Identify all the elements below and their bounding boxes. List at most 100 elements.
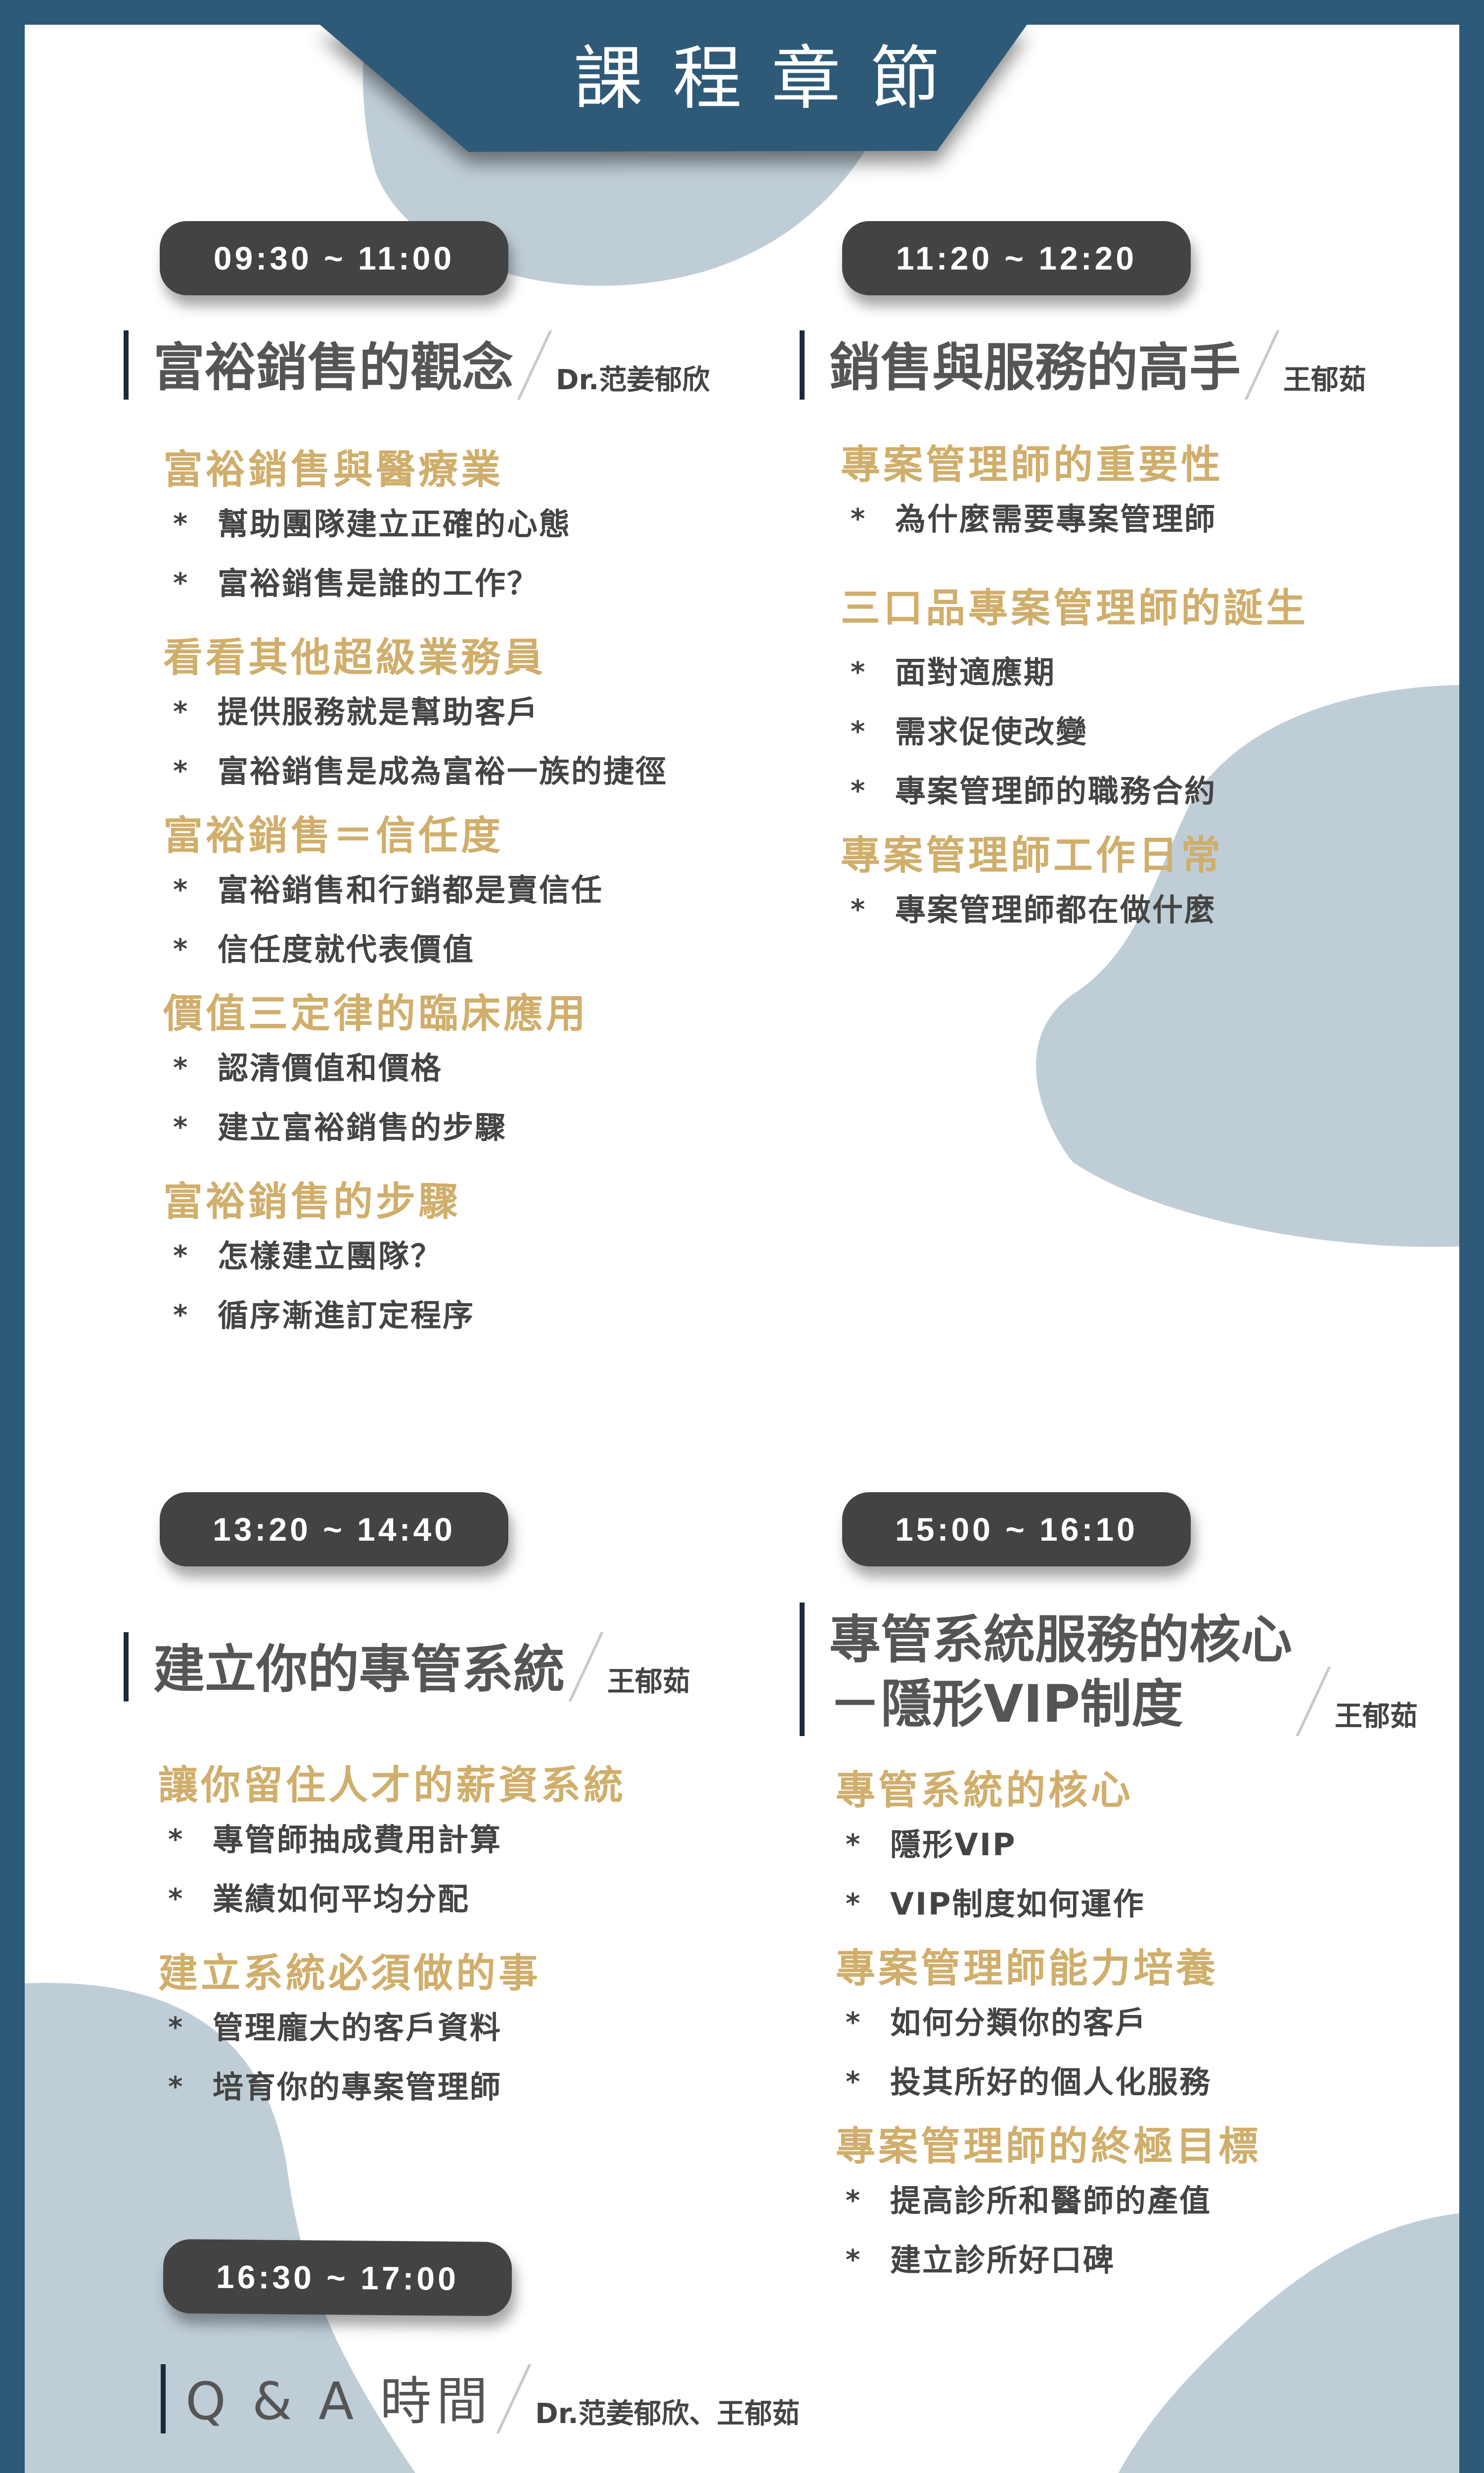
session-title-1: 富裕銷售的觀念 Dr.范姜郁欣 xyxy=(124,330,710,400)
divider-slash xyxy=(517,330,552,400)
session-2-topics: 專案管理師的重要性 *為什麼需要專案管理師 三口品專案管理師的誕生 *面對適應期… xyxy=(841,440,1308,940)
list-item: *為什麼需要專案管理師 xyxy=(841,490,1308,549)
list-item: *提供服務就是幫助客戶 xyxy=(163,683,668,742)
list-item: *隱形VIP xyxy=(836,1815,1261,1875)
list-item: *建立富裕銷售的步驟 xyxy=(163,1098,668,1157)
asterisk-icon: * xyxy=(851,503,867,535)
topic-heading: 專管系統的核心 xyxy=(836,1767,1133,1813)
asterisk-icon: * xyxy=(173,874,189,906)
time-badge-session-5: 16:30 ~ 17:00 xyxy=(163,2239,512,2317)
list-item: *富裕銷售是成為富裕一族的捷徑 xyxy=(163,742,668,801)
time-badge-session-4: 15:00 ~ 16:10 xyxy=(842,1492,1191,1566)
asterisk-icon: * xyxy=(173,1299,189,1331)
list-item: *認清價值和價格 xyxy=(163,1039,668,1098)
topic-heading: 富裕銷售的步驟 xyxy=(163,1179,461,1225)
poster-canvas xyxy=(25,25,1459,2473)
topic-heading: 建立系統必須做的事 xyxy=(158,1950,541,1996)
asterisk-icon: * xyxy=(173,1111,189,1144)
session-title-2: 銷售與服務的高手 王郁茹 xyxy=(800,330,1366,400)
list-item: *富裕銷售和行銷都是賣信任 xyxy=(163,861,668,920)
list-item: *幫助團隊建立正確的心態 xyxy=(163,495,668,554)
topic-heading: 讓你留住人才的薪資系統 xyxy=(158,1762,626,1808)
asterisk-icon: * xyxy=(851,716,867,748)
time-badge-session-2: 11:20 ~ 12:20 xyxy=(842,221,1191,295)
title-accent-bar xyxy=(124,1632,129,1701)
session-title-line-2: －隱形VIP制度 xyxy=(829,1674,1183,1734)
session-title-text: 建立你的專管系統 xyxy=(153,1639,565,1699)
speaker-name: 王郁茹 xyxy=(1283,364,1367,396)
divider-slash xyxy=(568,1632,604,1701)
session-4-topics: 專管系統的核心 *隱形VIP *VIP制度如何運作 專案管理師能力培養 *如何分… xyxy=(836,1766,1261,2290)
asterisk-icon: * xyxy=(173,1052,189,1084)
list-item: *建立診所好口碑 xyxy=(836,2231,1261,2290)
divider-slash xyxy=(1296,1667,1331,1736)
list-item: *怎樣建立團隊？ xyxy=(163,1227,668,1286)
speaker-name: Dr.范姜郁欣 xyxy=(556,364,710,396)
asterisk-icon: * xyxy=(173,567,189,599)
time-badge-session-3: 13:20 ~ 14:40 xyxy=(160,1492,508,1566)
asterisk-icon: * xyxy=(173,755,189,787)
header-banner: 課程章節 xyxy=(0,0,1484,208)
session-title-text: Q & A 時間 xyxy=(185,2371,493,2431)
page-title: 課程章節 xyxy=(573,39,969,119)
list-item: *投其所好的個人化服務 xyxy=(836,2053,1261,2112)
divider-slash xyxy=(1244,330,1280,400)
session-title-text: 富裕銷售的觀念 xyxy=(153,337,514,398)
list-item: *VIP制度如何運作 xyxy=(836,1875,1261,1934)
list-item: *專案管理師的職務合約 xyxy=(841,762,1308,821)
time-badge-session-1: 09:30 ~ 11:00 xyxy=(160,221,508,295)
topic-heading: 富裕銷售與醫療業 xyxy=(163,447,503,493)
topic-heading: 三口品專案管理師的誕生 xyxy=(841,585,1308,631)
session-title-5: Q & A 時間 Dr.范姜郁欣、王郁茹 xyxy=(161,2364,800,2433)
list-item: *循序漸進訂定程序 xyxy=(163,1286,668,1345)
list-item: *專管師抽成費用計算 xyxy=(158,1810,626,1870)
asterisk-icon: * xyxy=(851,894,867,926)
session-title-3: 建立你的專管系統 王郁茹 xyxy=(124,1632,690,1701)
list-item: *面對適應期 xyxy=(841,643,1308,702)
topic-heading: 富裕銷售＝信任度 xyxy=(163,813,503,859)
list-item: *富裕銷售是誰的工作？ xyxy=(163,554,668,613)
topic-heading: 專案管理師的重要性 xyxy=(841,442,1223,488)
asterisk-icon: * xyxy=(173,696,189,728)
list-item: *如何分類你的客戶 xyxy=(836,1993,1261,2053)
speaker-name: 王郁茹 xyxy=(607,1666,691,1698)
asterisk-icon: * xyxy=(168,1883,184,1915)
speaker-name: Dr.范姜郁欣、王郁茹 xyxy=(535,2398,800,2430)
banner-shape xyxy=(0,0,1484,152)
asterisk-icon: * xyxy=(168,2012,184,2044)
topic-heading: 價值三定律的臨床應用 xyxy=(163,991,588,1037)
asterisk-icon: * xyxy=(846,1829,862,1861)
asterisk-icon: * xyxy=(846,1888,862,1920)
speaker-name: 王郁茹 xyxy=(1335,1700,1418,1733)
topic-heading: 專案管理師工作日常 xyxy=(841,832,1223,878)
list-item: *需求促使改變 xyxy=(841,702,1308,762)
list-item: *培育你的專案管理師 xyxy=(158,2058,626,2117)
session-title-4: 專管系統服務的核心 －隱形VIP制度 王郁茹 xyxy=(800,1593,1418,1736)
asterisk-icon: * xyxy=(173,508,189,540)
session-3-topics: 讓你留住人才的薪資系統 *專管師抽成費用計算 *業績如何平均分配 建立系統必須做… xyxy=(158,1761,626,2117)
topic-heading: 看看其他超級業務員 xyxy=(163,635,546,681)
session-1-topics: 富裕銷售與醫療業 *幫助團隊建立正確的心態 *富裕銷售是誰的工作？ 看看其他超級… xyxy=(163,445,668,1345)
list-item: *管理龐大的客戶資料 xyxy=(158,1998,626,2058)
title-accent-bar xyxy=(124,330,129,400)
topic-heading: 專案管理師的終極目標 xyxy=(836,2123,1261,2169)
asterisk-icon: * xyxy=(851,775,867,807)
list-item: *信任度就代表價值 xyxy=(163,920,668,979)
session-title-line-1: 專管系統服務的核心 xyxy=(829,1609,1293,1670)
list-item: *專案管理師都在做什麼 xyxy=(841,880,1308,940)
asterisk-icon: * xyxy=(173,933,189,965)
background-blobs xyxy=(25,25,1459,2473)
asterisk-icon: * xyxy=(168,2071,184,2103)
asterisk-icon: * xyxy=(846,2007,862,2039)
session-title-text: 銷售與服務的高手 xyxy=(829,337,1241,398)
title-accent-bar xyxy=(800,1603,805,1736)
title-accent-bar xyxy=(800,330,805,400)
asterisk-icon: * xyxy=(846,2185,862,2217)
title-accent-bar xyxy=(161,2364,166,2433)
asterisk-icon: * xyxy=(851,656,867,688)
asterisk-icon: * xyxy=(846,2066,862,2098)
list-item: *提高診所和醫師的產值 xyxy=(836,2171,1261,2231)
asterisk-icon: * xyxy=(168,1824,184,1856)
asterisk-icon: * xyxy=(846,2244,862,2276)
topic-heading: 專案管理師能力培養 xyxy=(836,1945,1218,1991)
